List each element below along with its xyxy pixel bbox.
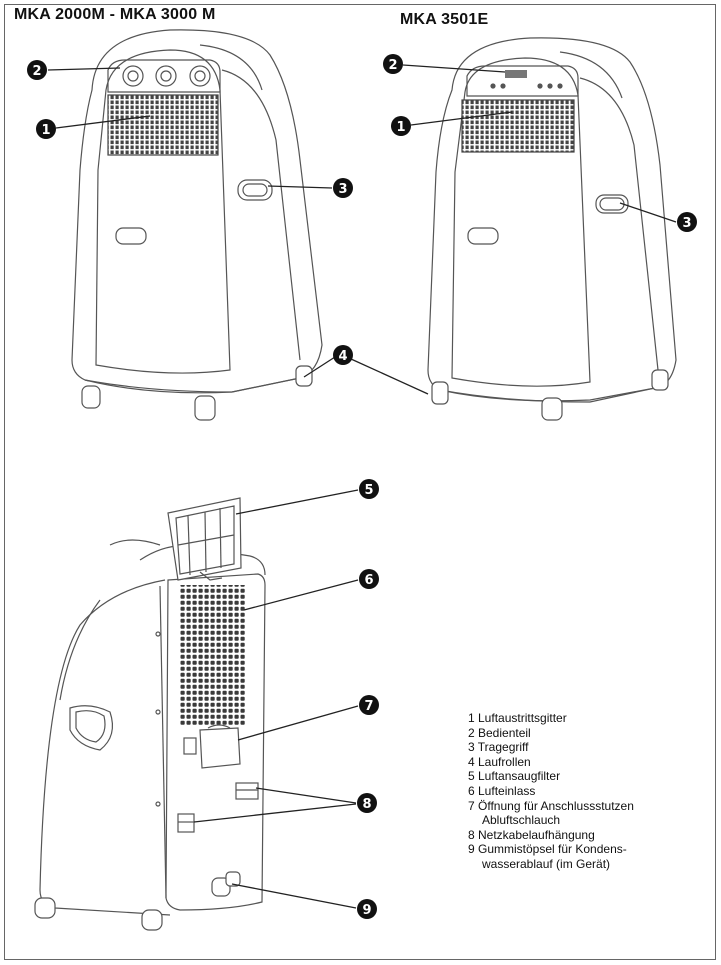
legend-item-label: 4 Laufrollen	[468, 754, 531, 769]
svg-text:4: 4	[338, 349, 347, 364]
legend-item-label: 9 Gummistöpsel für Kondens-	[468, 842, 627, 857]
legend-item-label: 2 Bedienteil	[468, 725, 531, 740]
legend-item-continuation: Abluftschlauch	[482, 813, 561, 828]
svg-text:2: 2	[32, 64, 41, 79]
model-title-left: MKA 2000M - MKA 3000 M	[14, 6, 216, 23]
callout-2-right: 2	[383, 54, 403, 74]
legend-item-label: 1 Luftaustrittsgitter	[468, 711, 567, 725]
callout-3-left: 3	[333, 178, 353, 198]
callout-2-left: 2	[27, 60, 47, 80]
legend-item: 3 Tragegriff	[468, 740, 634, 755]
svg-text:5: 5	[364, 483, 373, 498]
leader-lines	[47, 64, 677, 909]
legend-item-label: 5 Luftansaugfilter	[468, 769, 561, 784]
legend-item: 4 Laufrollen	[468, 755, 634, 770]
svg-text:7: 7	[364, 699, 373, 714]
legend-item-label: 6 Lufteinlass	[468, 783, 536, 798]
legend-item: 9 Gummistöpsel für Kondens-wasserablauf …	[468, 842, 634, 871]
legend-item: 1 Luftaustrittsgitter	[468, 711, 634, 726]
callout-1-left: 1	[36, 119, 56, 139]
svg-text:8: 8	[362, 797, 371, 812]
unit-mka3501-front	[427, 37, 677, 421]
svg-text:6: 6	[364, 573, 373, 588]
model-title-right: MKA 3501E	[400, 11, 489, 28]
legend-item: 2 Bedienteil	[468, 726, 634, 741]
svg-text:3: 3	[338, 182, 347, 197]
legend-item-label: 8 Netzkabelaufhängung	[468, 827, 595, 842]
unit-mka2000-front	[71, 29, 323, 421]
svg-text:1: 1	[41, 123, 50, 138]
legend-item: 5 Luftansaugfilter	[468, 769, 634, 784]
legend-item-label: 3 Tragegriff	[468, 740, 529, 755]
legend-item-label: 7 Öffnung für Anschlussstutzen	[468, 798, 634, 813]
unit-rear-view	[34, 497, 266, 931]
svg-text:1: 1	[396, 120, 405, 135]
callout-5: 5	[359, 479, 379, 499]
page-frame	[4, 4, 716, 960]
callout-6: 6	[359, 569, 379, 589]
legend-item: 8 Netzkabelaufhängung	[468, 828, 634, 843]
callout-8: 8	[357, 793, 377, 813]
callout-4: 4	[333, 345, 353, 365]
svg-text:3: 3	[682, 216, 691, 231]
callout-3-right: 3	[677, 212, 697, 232]
callout-1-right: 1	[391, 116, 411, 136]
legend-item-continuation: wasserablauf (im Gerät)	[482, 856, 611, 871]
svg-text:9: 9	[362, 903, 371, 918]
callout-7: 7	[359, 695, 379, 715]
legend-item: 6 Lufteinlass	[468, 784, 634, 799]
callout-9: 9	[357, 899, 377, 919]
svg-text:2: 2	[388, 58, 397, 73]
